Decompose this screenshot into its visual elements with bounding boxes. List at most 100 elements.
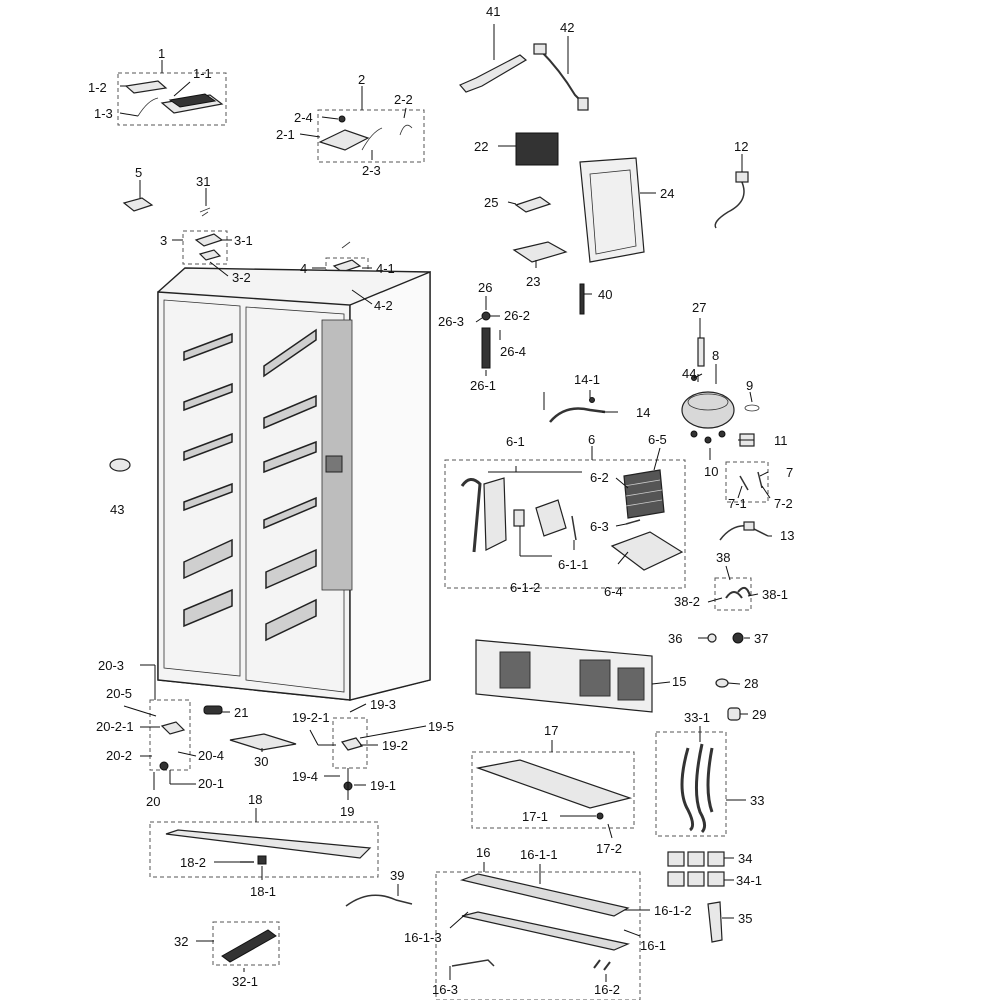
label-19-2: 19-2 (382, 738, 408, 753)
part-6-4-tray (610, 531, 684, 571)
label-2-3: 2-3 (362, 163, 381, 178)
label-38-2: 38-2 (674, 594, 700, 609)
part-33-harness (680, 743, 714, 834)
part-2-3-wire (361, 127, 383, 151)
label-24: 24 (660, 186, 674, 201)
part-22-panel (515, 132, 559, 166)
part-6-3-sensor (625, 519, 641, 525)
label-41: 41 (486, 4, 500, 19)
label-3-1: 3-1 (234, 233, 253, 248)
label-19-5: 19-5 (428, 719, 454, 734)
label-40: 40 (598, 287, 612, 302)
leader-lines (119, 24, 772, 982)
part-12-plug (735, 171, 749, 183)
label-26: 26 (478, 280, 492, 295)
part-42-plug (577, 97, 589, 111)
part-27-bolt (697, 337, 705, 367)
part-6-1-2-motor (513, 509, 525, 527)
part-30-bracket (229, 733, 297, 751)
label-20-4: 20-4 (198, 748, 224, 763)
label-33-1: 33-1 (684, 710, 710, 725)
group-box-17 (471, 751, 635, 829)
label-20: 20 (146, 794, 160, 809)
part-3-2-hinge-base (198, 249, 222, 261)
part-35-filter (707, 901, 723, 943)
label-20-2-1: 20-2-1 (96, 719, 134, 734)
part-32-1-strip (221, 929, 277, 963)
part-9-washer (744, 404, 760, 412)
label-18: 18 (248, 792, 262, 807)
part-16-3-clip (451, 959, 495, 967)
label-1-1: 1-1 (193, 66, 212, 81)
label-22: 22 (474, 139, 488, 154)
part-31-screw (199, 207, 211, 217)
part-18-1-clip (257, 855, 267, 865)
group-box-6 (444, 459, 686, 589)
part-29-cap (727, 707, 741, 721)
part-26-1-tube (481, 327, 491, 369)
label-3: 3 (160, 233, 167, 248)
label-18-2: 18-2 (180, 855, 206, 870)
part-42-harness (539, 49, 586, 106)
label-26-4: 26-4 (500, 344, 526, 359)
part-14-pipe (549, 407, 606, 423)
label-19-1: 19-1 (370, 778, 396, 793)
label-2: 2 (358, 72, 365, 87)
part-12-cord (714, 177, 745, 229)
part-6-1-1-fan (535, 499, 567, 537)
label-16-3: 16-3 (432, 982, 458, 997)
label-21: 21 (234, 705, 248, 720)
label-23: 23 (526, 274, 540, 289)
part-15-back-cover (475, 639, 653, 713)
part-42-connector (533, 43, 547, 55)
label-36: 36 (668, 631, 682, 646)
part-2-2-wire (399, 124, 413, 136)
label-1-2: 1-2 (88, 80, 107, 95)
label-2-1: 2-1 (276, 127, 295, 142)
part-16-2-screws (593, 959, 611, 971)
label-4-2: 4-2 (374, 298, 393, 313)
group-box-19 (332, 717, 368, 769)
label-35: 35 (738, 911, 752, 926)
label-42: 42 (560, 20, 574, 35)
part-6-1-fan-housing (483, 477, 507, 551)
part-17-cover (475, 759, 633, 809)
part-8-compressor (681, 391, 735, 444)
label-16: 16 (476, 845, 490, 860)
group-box-1 (117, 72, 227, 126)
label-20-3: 20-3 (98, 658, 124, 673)
label-30: 30 (254, 754, 268, 769)
label-34-1: 34-1 (736, 873, 762, 888)
label-6-3: 6-3 (590, 519, 609, 534)
part-6-5-evaporator (623, 469, 665, 519)
label-5: 5 (135, 165, 142, 180)
label-6-2: 6-2 (590, 470, 609, 485)
part-1-1-tray (160, 93, 224, 114)
label-3-2: 3-2 (232, 270, 251, 285)
label-26-1: 26-1 (470, 378, 496, 393)
label-6-1-1: 6-1-1 (558, 557, 588, 572)
label-32-1: 32-1 (232, 974, 258, 989)
label-14-1: 14-1 (574, 372, 600, 387)
label-43: 43 (110, 502, 124, 517)
group-box-7 (725, 461, 769, 503)
label-19-4: 19-4 (292, 769, 318, 784)
label-1: 1 (158, 46, 165, 61)
part-21-caps (203, 705, 223, 715)
label-2-2: 2-2 (394, 92, 413, 107)
part-6-1-1-bracket (571, 515, 577, 541)
part-18-cover (165, 829, 372, 859)
label-16-1-2: 16-1-2 (654, 903, 692, 918)
label-6-1: 6-1 (506, 434, 525, 449)
part-5-bracket (122, 197, 154, 212)
group-box-20 (149, 699, 191, 771)
group-box-32 (212, 921, 280, 966)
part-17-1-screw (596, 812, 604, 820)
part-26-2-cap (481, 311, 491, 321)
part-24-ice-maker-housing (579, 157, 645, 263)
part-4-screw (341, 241, 351, 249)
label-16-2: 16-2 (594, 982, 620, 997)
label-7: 7 (786, 465, 793, 480)
label-20-2: 20-2 (106, 748, 132, 763)
